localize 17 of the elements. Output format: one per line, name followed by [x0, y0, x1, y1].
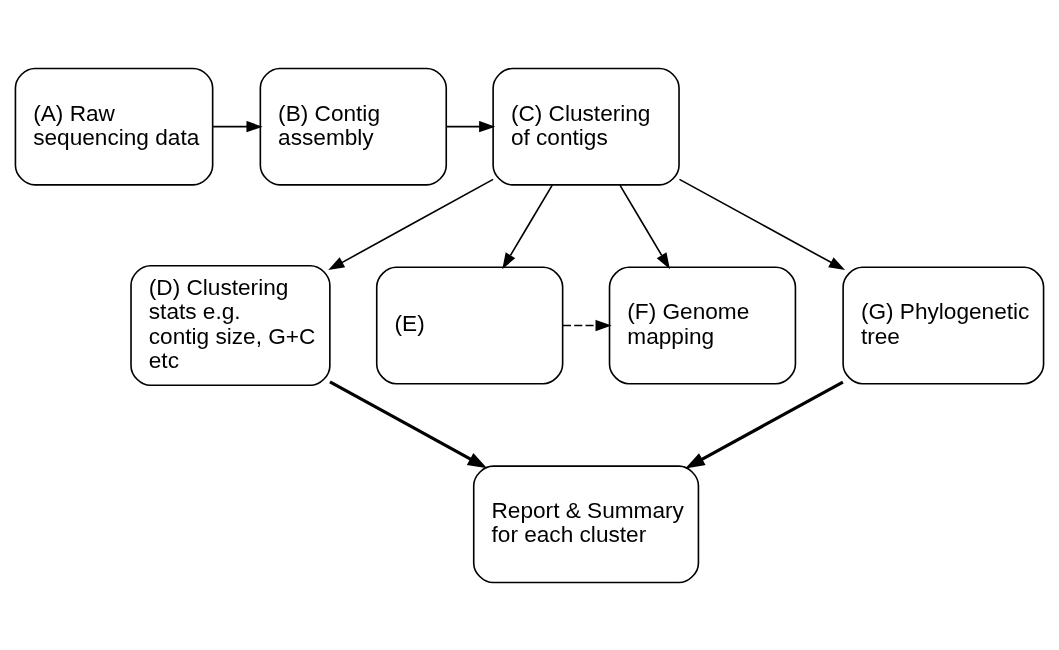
node-box: Report & Summary for each cluster: [472, 464, 700, 583]
node-box: (C) Clustering of contigs: [492, 67, 680, 186]
node-box: (G) Phylogenetic tree: [842, 266, 1045, 384]
arrow: [685, 380, 844, 468]
arrow: [212, 120, 263, 132]
arrow: [678, 178, 846, 270]
arrow: [328, 178, 494, 270]
arrow: [619, 184, 670, 269]
node-box: (E): [375, 266, 564, 384]
node-box: (B) Contig assembly: [259, 67, 448, 186]
arrow: [445, 120, 496, 132]
arrow: [502, 184, 553, 269]
arrow: [329, 379, 488, 468]
node-box: (F) Genome mapping: [608, 266, 797, 384]
arrow: [562, 319, 612, 331]
node-box: (D) Clustering stats e.g. contig size, G+C etc: [130, 264, 331, 386]
node-box: (A) Raw sequencing data: [14, 67, 214, 186]
